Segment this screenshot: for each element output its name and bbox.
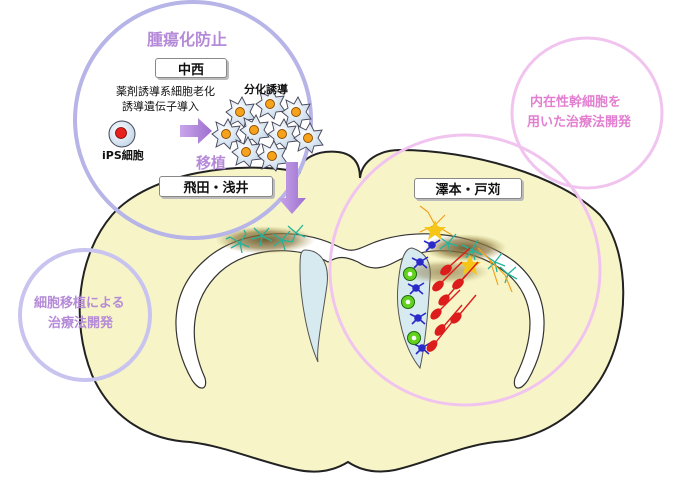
transplant-arrow — [278, 162, 306, 214]
transplant-label: 移植 — [196, 154, 227, 172]
cell-therapy-line1: 細胞移植による — [34, 296, 125, 311]
circle-endogenous — [510, 36, 664, 190]
circle-transplant-source — [73, 0, 313, 240]
ips-cell-label: iPS細胞 — [102, 149, 144, 162]
team-nakanishi-box: 中西 — [155, 58, 227, 78]
neuron-star-2 — [459, 255, 481, 275]
tumor-prevention-title: 腫瘍化防止 — [147, 30, 228, 49]
team-hida-asai-label: 飛田・浅井 — [183, 181, 249, 196]
team-nakanishi-label: 中西 — [177, 62, 204, 78]
endogenous-line1: 内在性幹細胞を — [530, 95, 622, 110]
astrocytes-left — [225, 224, 306, 254]
team-sawamoto-togari-label: 澤本・戸苅 — [435, 183, 501, 198]
brain-section — [78, 148, 625, 473]
differentiation-arrow — [180, 118, 212, 144]
differentiation-label: 分化誘導 — [244, 83, 288, 96]
circle-cell-therapy — [18, 248, 152, 382]
stem-cells-green — [401, 267, 421, 345]
migrating-neurons-blue — [407, 239, 441, 355]
circle-endogenous-brain — [328, 133, 602, 407]
process-caption-line2: 誘導遺伝子導入 — [122, 100, 199, 113]
endogenous-line2: 用いた治療法開発 — [527, 115, 632, 130]
process-caption-line1: 薬剤誘導系細胞老化 — [116, 85, 215, 98]
team-hida-asai-box: 飛田・浅井 — [159, 176, 273, 197]
cell-therapy-line2: 治療法開発 — [48, 316, 114, 331]
neuroblasts-red — [426, 247, 479, 352]
neuron-star-1 — [424, 220, 446, 240]
team-sawamoto-togari-box: 澤本・戸苅 — [414, 178, 522, 199]
differentiated-cells — [211, 88, 324, 172]
svz-glow-right — [423, 234, 507, 262]
ips-cell — [108, 120, 136, 148]
ventricle-left — [299, 249, 328, 363]
svz-glow-left — [215, 226, 315, 254]
